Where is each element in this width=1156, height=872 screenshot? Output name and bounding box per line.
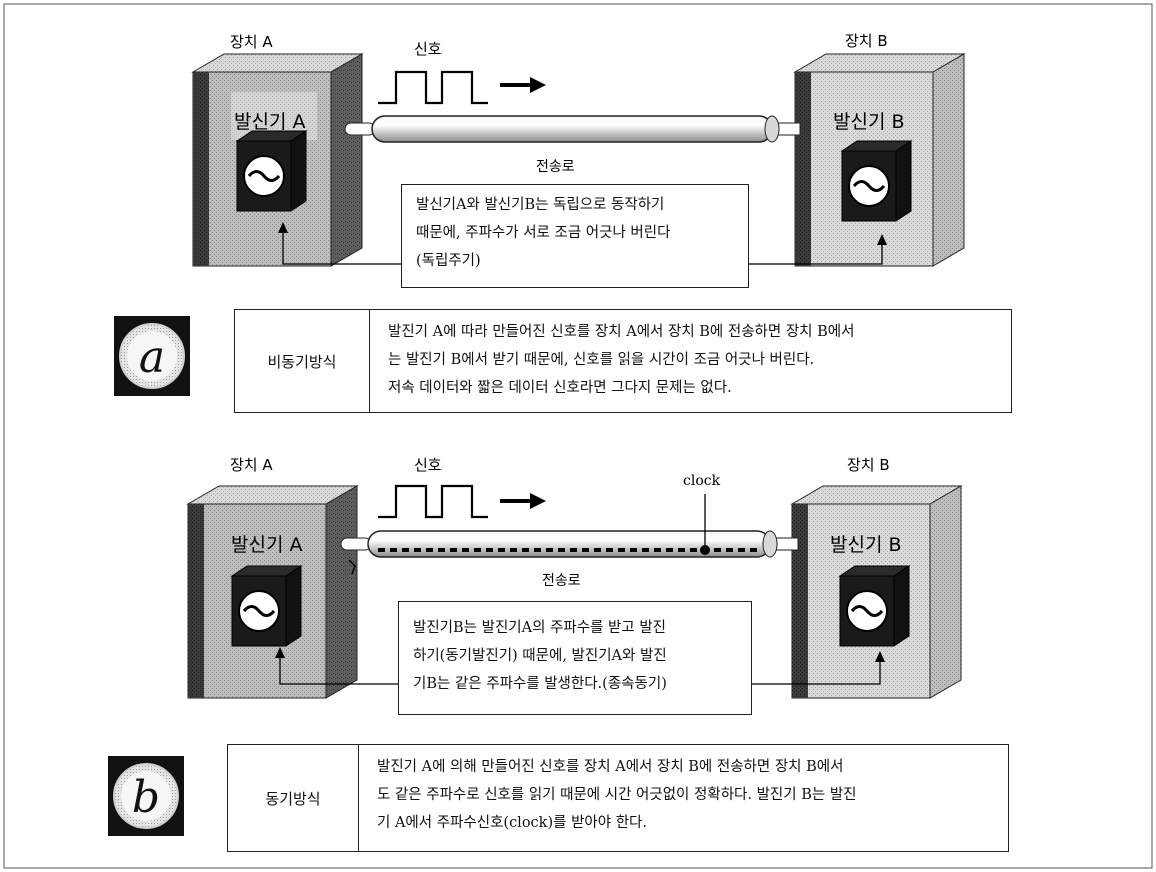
method-name-b: 동기방식: [228, 745, 359, 851]
callout-b: 발진기B는 발진기A의 주파수를 받고 발진 하기(동기발진기) 때문에, 발진…: [398, 601, 752, 715]
method-desc-line: 발진기 A에 따라 만들어진 신호를 장치 A에서 장치 B에 전송하면 장치 …: [388, 324, 855, 340]
badge-a-letter: a: [139, 332, 165, 383]
section-b-signal-label: 신호: [414, 456, 442, 474]
signal-label: 신호: [414, 40, 442, 58]
callout-a-line: (독립주기): [416, 253, 481, 269]
device-a-box: [191, 53, 364, 267]
oscillator-a-label: 발신기 A: [234, 111, 305, 133]
transmission-line-a: [344, 115, 801, 143]
method-desc-line: 기 A에서 주파수신호(clock)를 받아야 한다.: [377, 815, 647, 831]
section-b: [186, 484, 963, 699]
callout-a-line: 발신기A와 발신기B는 독립으로 동작하기: [416, 197, 665, 213]
line-label-a: 전송로: [536, 159, 575, 175]
method-panel-a: 비동기방식 발진기 A에 따라 만들어진 신호를 장치 A에서 장치 B에 전송…: [234, 309, 1012, 413]
callout-a: 발신기A와 발신기B는 독립으로 동작하기 때문에, 주파수가 서로 조금 어긋…: [401, 184, 749, 288]
transmission-line-b: [340, 494, 799, 575]
oscillator-a: [235, 130, 308, 212]
badge-b-letter: b: [132, 772, 160, 823]
callout-b-line: 기B는 같은 주파수를 발생한다.(종속동기): [413, 676, 667, 692]
method-desc-line: 도 같은 주파수로 신호를 읽기 때문에 시간 어긋없이 정확하다. 발진기 B…: [377, 787, 857, 803]
feedback-arrows-b: [275, 647, 885, 685]
signal-waveform-b: [378, 484, 546, 519]
callout-b-line: 발진기B는 발진기A의 주파수를 받고 발진: [413, 620, 667, 636]
oscillator-b-label: 발신기 B: [833, 111, 905, 133]
section-b-oscillator-a-label: 발신기 A: [231, 534, 302, 556]
method-desc-b: 발진기 A에 의해 만들어진 신호를 장치 A에서 장치 B에 전송하면 장치 …: [359, 745, 1008, 851]
figure-border: [3, 3, 1153, 869]
device-a-label: 장치 A: [230, 33, 273, 51]
badge-b: b: [108, 756, 184, 836]
badge-a: a: [114, 316, 190, 396]
method-panel-b: 동기방식 발진기 A에 의해 만들어진 신호를 장치 A에서 장치 B에 전송하…: [227, 744, 1009, 852]
clock-label: clock: [683, 473, 721, 489]
section-b-device-b-label: 장치 B: [847, 456, 890, 474]
section-a: [191, 53, 966, 267]
line-label-b: 전송로: [542, 573, 581, 589]
method-desc-line: 발진기 A에 의해 만들어진 신호를 장치 A에서 장치 B에 전송하면 장치 …: [377, 759, 844, 775]
section-b-oscillator-b-label: 발신기 B: [830, 534, 902, 556]
feedback-arrows-a: [278, 222, 887, 265]
signal-waveform-a: [378, 70, 546, 105]
method-desc-a: 발진기 A에 따라 만들어진 신호를 장치 A에서 장치 B에 전송하면 장치 …: [370, 310, 1011, 412]
section-b-oscillator-b: [838, 565, 911, 647]
callout-b-line: 하기(동기발진기) 때문에, 발진기A와 발진: [413, 648, 667, 664]
section-b-oscillator-a: [230, 565, 303, 647]
method-desc-line: 저속 데이터와 짧은 데이터 신호라면 그다지 문제는 없다.: [388, 380, 732, 396]
method-name-a: 비동기방식: [235, 310, 370, 412]
callout-a-line: 때문에, 주파수가 서로 조금 어긋나 버린다: [416, 225, 671, 241]
section-b-device-a-label: 장치 A: [230, 456, 273, 474]
method-desc-line: 는 발진기 B에서 받기 때문에, 신호를 읽을 시간이 조금 어긋나 버린다.: [388, 352, 815, 368]
device-b-section-device-a-box: [186, 485, 359, 699]
oscillator-b: [840, 140, 913, 222]
device-b-label: 장치 B: [845, 32, 888, 50]
